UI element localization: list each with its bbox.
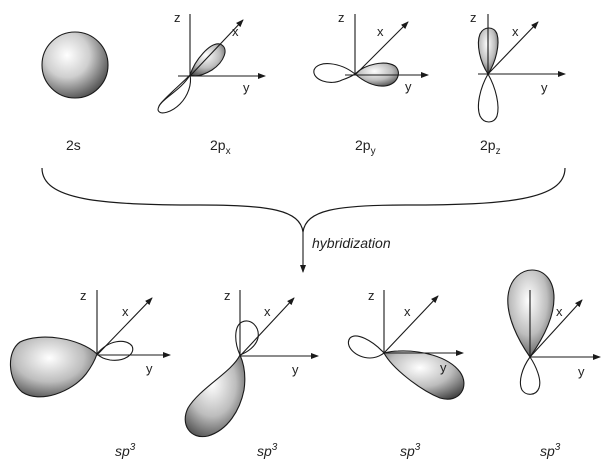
hybrid-orbital-2: z x y — [184, 288, 319, 438]
x-axis-label: x — [232, 24, 239, 39]
lobe-large-shaded — [9, 336, 98, 398]
hybrid-orbital-3: z x y — [348, 288, 465, 400]
x-axis-label: x — [377, 24, 384, 39]
lobe-large-shaded — [383, 350, 465, 400]
z-axis-label: z — [470, 10, 477, 25]
lobe-small-open — [519, 356, 541, 395]
orbital-2py: z x y — [313, 10, 429, 94]
y-axis-label: y — [578, 364, 585, 379]
label-2s: 2s — [66, 137, 81, 153]
x-axis — [96, 297, 153, 356]
s-orbital-sphere — [41, 31, 109, 99]
x-axis-label: x — [264, 304, 271, 319]
z-axis-label: z — [368, 288, 375, 303]
x-axis — [189, 19, 244, 77]
orbital-2pz: z x y — [470, 10, 566, 123]
lobe-small-open — [235, 320, 259, 356]
x-axis-label: x — [512, 24, 519, 39]
z-axis-label: z — [80, 288, 87, 303]
label-sp3-2: sp3 — [257, 442, 278, 459]
orbital-2s — [41, 31, 109, 99]
z-axis-label: z — [224, 288, 231, 303]
hybridization-label: hybridization — [312, 235, 391, 251]
x-axis — [354, 21, 409, 76]
lobe-left-open — [313, 63, 356, 83]
y-axis-label: y — [146, 361, 153, 376]
grouping-brace — [41, 167, 566, 233]
z-axis-label: z — [338, 10, 345, 25]
label-2py: 2py — [355, 137, 376, 157]
y-axis-label: y — [405, 79, 412, 94]
x-axis — [529, 299, 583, 358]
lobe-large-shaded — [184, 353, 246, 438]
lobe-small-open — [96, 340, 134, 361]
x-axis-label: x — [122, 304, 129, 319]
lobe-small-open — [348, 335, 385, 359]
label-sp3-3: sp3 — [400, 442, 421, 459]
x-axis-label: x — [556, 304, 563, 319]
lobe-large-shaded — [507, 269, 555, 358]
label-2px: 2px — [210, 137, 231, 157]
x-axis — [239, 297, 295, 357]
hybrid-orbital-1: z x y — [9, 288, 171, 398]
x-axis-label: x — [404, 304, 411, 319]
hybrid-orbital-4: x y — [507, 269, 601, 395]
lobe-back-outline — [157, 73, 192, 114]
label-sp3-4: sp3 — [540, 442, 561, 459]
x-axis — [383, 295, 439, 354]
lobe-bottom-open — [477, 72, 499, 123]
y-axis-label: y — [243, 80, 250, 95]
x-axis — [487, 21, 539, 75]
orbital-2px: z x y — [157, 10, 266, 114]
z-axis-label: z — [174, 10, 181, 25]
label-sp3-1: sp3 — [115, 442, 136, 459]
y-axis-label: y — [440, 360, 447, 375]
label-2pz: 2pz — [480, 137, 501, 157]
y-axis-label: y — [292, 362, 299, 377]
y-axis-label: y — [541, 80, 548, 95]
